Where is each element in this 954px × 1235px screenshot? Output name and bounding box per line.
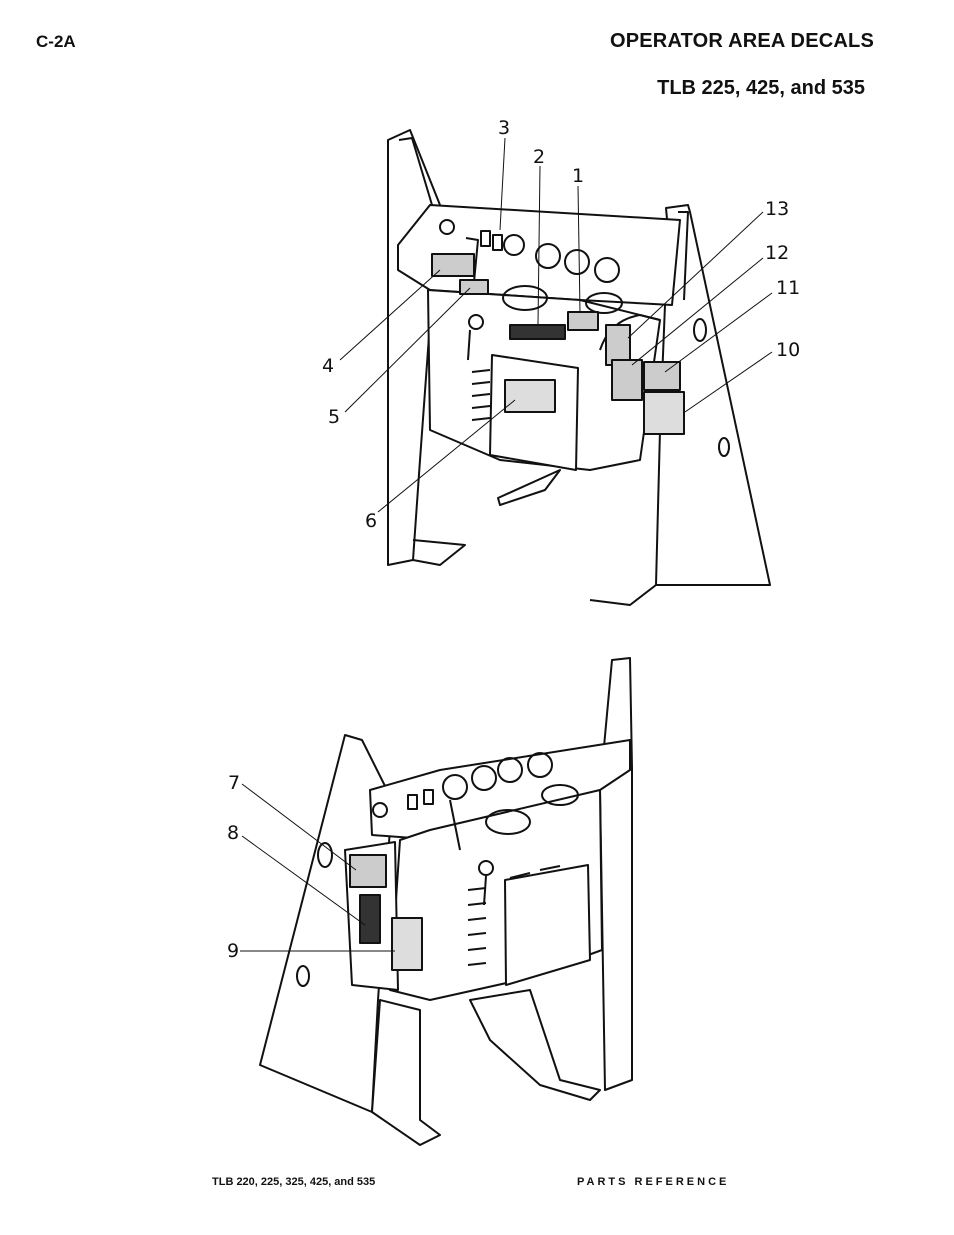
leader-12	[631, 257, 764, 366]
decal-2	[509, 324, 566, 340]
decal-1	[567, 311, 599, 331]
callout-5: 5	[328, 406, 340, 428]
page-code: C-2A	[36, 32, 76, 51]
leader-11	[664, 292, 773, 373]
callout-6: 6	[365, 510, 377, 532]
decal-5	[459, 279, 489, 295]
decal-6	[504, 379, 556, 413]
leader-8	[241, 835, 366, 926]
page-title: OPERATOR AREA DECALS	[609, 30, 874, 52]
footer-models: TLB 220, 225, 325, 425, and 535	[212, 1176, 376, 1188]
decal-12	[611, 359, 643, 401]
bottom-console-assembly	[259, 657, 633, 1146]
leader-10	[684, 351, 773, 413]
decal-4	[431, 253, 475, 277]
callout-12: 12	[765, 242, 789, 264]
leader-5	[344, 287, 471, 413]
leader-2	[537, 165, 541, 326]
callout-1: 1	[572, 165, 584, 187]
leader-4	[339, 269, 441, 361]
decal-7	[349, 854, 387, 888]
callout-11: 11	[776, 277, 800, 299]
leader-7	[241, 783, 357, 871]
top-console-assembly	[387, 129, 771, 606]
page-subtitle: TLB 225, 425, and 535	[657, 77, 865, 99]
callout-9: 9	[227, 940, 239, 962]
leader-13	[627, 211, 764, 339]
leader-1	[577, 185, 581, 313]
callout-3: 3	[498, 117, 510, 139]
callout-4: 4	[322, 355, 334, 377]
decal-8	[359, 894, 381, 944]
callout-2: 2	[533, 146, 545, 168]
callout-10: 10	[776, 339, 800, 361]
decal-10	[643, 391, 685, 435]
footer-section: PARTS REFERENCE	[577, 1176, 730, 1188]
decal-11	[643, 361, 681, 391]
decal-13	[605, 324, 631, 366]
leader-3	[499, 137, 506, 231]
leader-6	[377, 399, 516, 513]
callout-8: 8	[227, 822, 239, 844]
callout-13: 13	[765, 198, 789, 220]
decal-9	[391, 917, 423, 971]
callout-7: 7	[228, 772, 240, 794]
